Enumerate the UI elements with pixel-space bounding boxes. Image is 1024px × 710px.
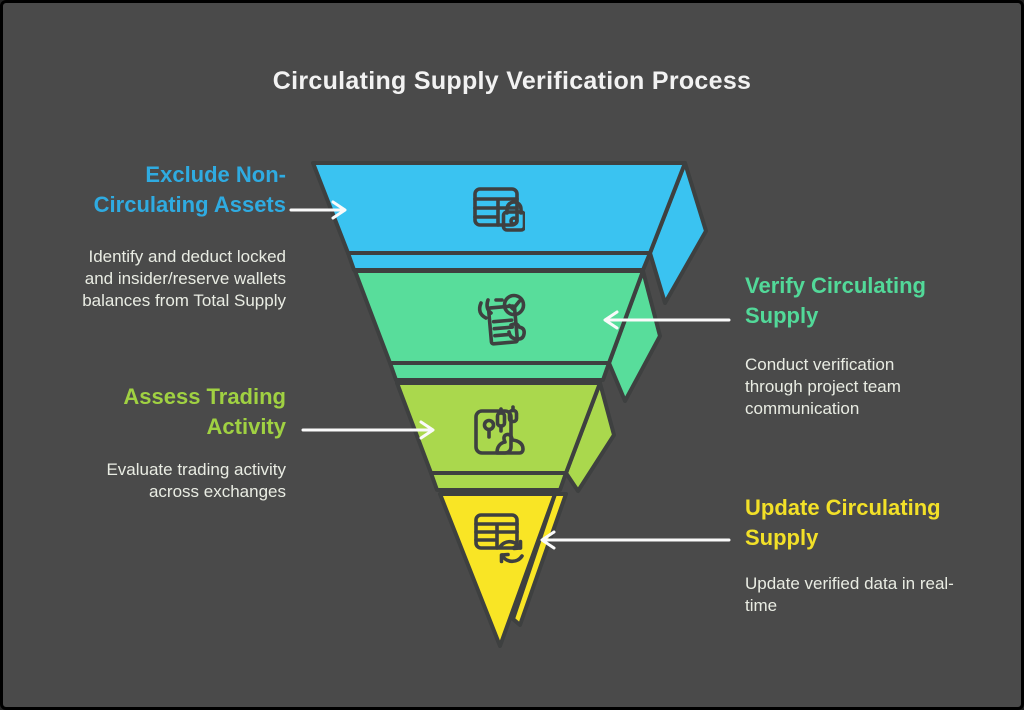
funnel-tier-1-bottom <box>346 251 652 272</box>
funnel-tier-2-bottom <box>388 361 611 382</box>
table-lock-icon <box>473 187 525 232</box>
hand-checklist-icon <box>477 293 526 346</box>
step-3-heading: Assess Trading Activity <box>123 384 286 439</box>
arrow-step-2 <box>603 310 731 330</box>
table-refresh-icon <box>474 513 524 564</box>
funnel-diagram <box>289 161 731 648</box>
arrow-step-4 <box>540 530 731 550</box>
funnel-tier-4-side <box>511 492 568 627</box>
funnel-tier-3-front <box>395 381 602 475</box>
arrow-step-3 <box>301 420 435 440</box>
step-2-heading: Verify Circulating Supply <box>745 273 926 328</box>
step-4-heading: Update Circulating Supply <box>745 495 941 550</box>
funnel-tier-3-bottom <box>429 471 568 492</box>
funnel-tier-3 <box>395 381 616 493</box>
step-4-description: Update verified data in real- time <box>745 574 954 615</box>
funnel-tier-2 <box>353 269 662 403</box>
step-3-description: Evaluate trading activity across exchang… <box>106 460 286 501</box>
funnel-tier-2-front <box>353 269 645 365</box>
funnel-tier-4-front <box>438 492 557 648</box>
page-title: Circulating Supply Verification Process <box>272 67 752 95</box>
trading-candlestick-icon <box>474 405 525 455</box>
funnel-tier-4 <box>438 492 568 648</box>
step-1-description: Identify and deduct locked and insider/r… <box>82 247 286 310</box>
arrow-step-1 <box>289 200 347 220</box>
step-2-description: Conduct verification through project tea… <box>745 355 901 418</box>
step-1-heading: Exclude Non- Circulating Assets <box>93 162 286 217</box>
